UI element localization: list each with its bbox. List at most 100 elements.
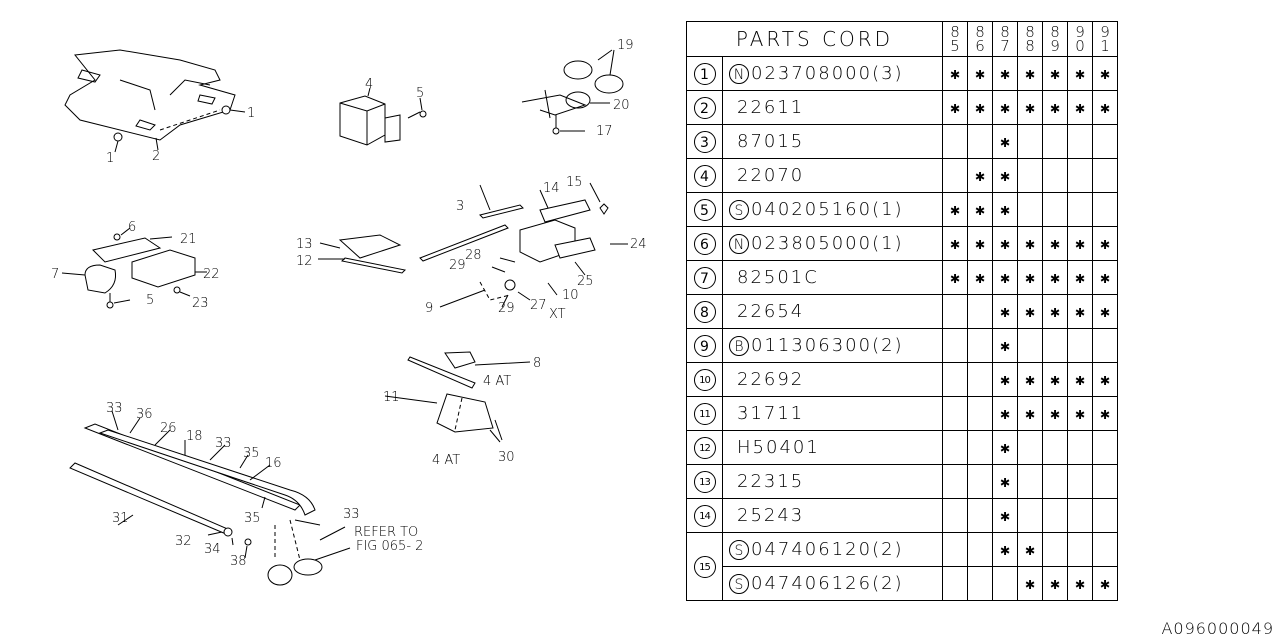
year-applicability-cell (1017, 464, 1043, 499)
callout-label: 35 (243, 446, 260, 461)
ref-number-cell: 1 (686, 56, 723, 91)
applicable-mark: ✱ (1025, 540, 1035, 559)
ref-number-cell: 3 (686, 124, 723, 159)
part-code: 047406126(2) (751, 573, 904, 594)
year-applicability-cell: ✱ (1067, 396, 1093, 431)
year-applicability-cell (967, 396, 993, 431)
year-applicability-cell (967, 124, 993, 159)
applicable-mark: ✱ (1050, 268, 1060, 287)
year-applicability-cell: ✱ (942, 90, 968, 125)
callout-label: 26 (160, 421, 177, 436)
year-label: 91 (1100, 23, 1110, 55)
part-code: 22070 (737, 165, 805, 186)
year-applicability-cell (1067, 498, 1093, 533)
year-applicability-cell: ✱ (1042, 294, 1068, 329)
callout-label: 31 (112, 511, 129, 526)
year-applicability-cell: ✱ (992, 498, 1018, 533)
callout-label: 2 (152, 149, 160, 164)
year-header: 89 (1042, 21, 1068, 57)
applicable-mark: ✱ (1050, 234, 1060, 253)
part-prefix-badge: N (729, 234, 749, 254)
part-prefix-badge: S (729, 574, 749, 594)
part-code-cell: 25243 (722, 498, 943, 533)
year-applicability-cell (1042, 498, 1068, 533)
applicable-mark: ✱ (1100, 268, 1110, 287)
callout-labels: 1 1 2 4 5 19 20 17 6 21 7 22 5 23 3 14 1… (51, 38, 647, 569)
year-applicability-cell: ✱ (1042, 90, 1068, 125)
ref-number-cell: 9 (686, 328, 723, 363)
applicable-mark: ✱ (1000, 132, 1010, 151)
year-applicability-cell (967, 328, 993, 363)
year-applicability-cell: ✱ (1067, 260, 1093, 295)
year-applicability-cell (942, 362, 968, 397)
part-code-cell: 87015 (722, 124, 943, 159)
part-linkage-group (318, 182, 628, 308)
year-applicability-cell: ✱ (1017, 566, 1043, 601)
applicable-mark: ✱ (1075, 234, 1085, 253)
callout-label: 25 (577, 274, 594, 289)
ref-number-badge: 10 (693, 368, 716, 391)
callout-label: 34 (204, 542, 221, 557)
year-applicability-cell (1042, 430, 1068, 465)
year-applicability-cell (967, 532, 993, 567)
ref-number-badge: 12 (693, 436, 716, 459)
year-applicability-cell: ✱ (1042, 260, 1068, 295)
applicable-mark: ✱ (1075, 574, 1085, 593)
year-applicability-cell (1092, 464, 1118, 499)
callout-label: 8 (533, 356, 541, 371)
callout-label: 4 AT (432, 453, 460, 468)
callout-label: 1 (247, 106, 255, 121)
year-applicability-cell (1042, 328, 1068, 363)
callout-label: 18 (186, 429, 203, 444)
reference-note-line2: FIG 065- 2 (356, 539, 423, 554)
applicable-mark: ✱ (975, 166, 985, 185)
applicable-mark: ✱ (1100, 234, 1110, 253)
part-connectors-19-20 (521, 49, 624, 135)
applicable-mark: ✱ (1075, 268, 1085, 287)
callout-label: 1 (106, 151, 114, 166)
part-pipes-group (69, 410, 351, 586)
year-applicability-cell (1067, 192, 1093, 227)
ref-number-cell: 13 (686, 464, 723, 499)
applicable-mark: ✱ (1025, 64, 1035, 83)
year-applicability-cell: ✱ (992, 260, 1018, 295)
applicable-mark: ✱ (1100, 98, 1110, 117)
year-label: 85 (950, 23, 960, 55)
year-applicability-cell: ✱ (1067, 56, 1093, 91)
ref-number-badge: 14 (693, 504, 716, 527)
year-applicability-cell: ✱ (967, 226, 993, 261)
year-applicability-cell (1042, 464, 1068, 499)
applicable-mark: ✱ (1000, 234, 1010, 253)
year-applicability-cell: ✱ (967, 158, 993, 193)
applicable-mark: ✱ (1025, 302, 1035, 321)
applicable-mark: ✱ (1100, 404, 1110, 423)
applicable-mark: ✱ (1025, 268, 1035, 287)
ref-number-cell: 7 (686, 260, 723, 295)
ref-number-badge: 4 (693, 164, 716, 187)
applicable-mark: ✱ (1050, 98, 1060, 117)
applicable-mark: ✱ (1000, 336, 1010, 355)
year-applicability-cell: ✱ (992, 396, 1018, 431)
callout-label: 15 (566, 175, 583, 190)
year-applicability-cell (967, 498, 993, 533)
year-applicability-cell (1042, 192, 1068, 227)
year-header: 85 (942, 21, 968, 57)
applicable-mark: ✱ (975, 64, 985, 83)
applicable-mark: ✱ (1100, 370, 1110, 389)
year-label: 86 (975, 23, 985, 55)
drawing-code: A096000049 (1161, 619, 1274, 638)
ref-number-badge: 3 (693, 130, 716, 153)
year-applicability-cell: ✱ (1067, 226, 1093, 261)
part-bracket-group (61, 227, 207, 309)
ref-number-badge: 2 (693, 96, 716, 119)
year-applicability-cell: ✱ (967, 192, 993, 227)
year-applicability-cell (1017, 192, 1043, 227)
year-applicability-cell (1092, 498, 1118, 533)
